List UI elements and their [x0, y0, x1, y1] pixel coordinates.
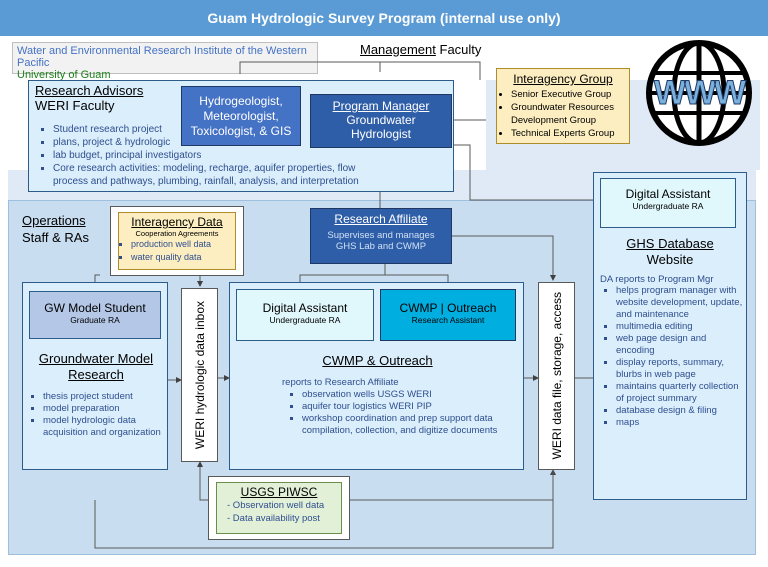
weri-name: Water and Environmental Research Institu…: [17, 45, 307, 69]
operations-subtitle: Staff & RAs: [22, 230, 89, 245]
interagency-group-title: Interagency Group: [513, 72, 613, 86]
list-item: water quality data: [131, 251, 235, 264]
cwmp-ra-box: CWMP | Outreach Research Assistant: [380, 289, 516, 341]
weri-data-storage-text: WERI data file, storage, access: [549, 292, 564, 460]
weri-data-inbox-text: WERI hydrologic data inbox: [192, 300, 207, 450]
interagency-data-list: production well data water quality data: [119, 238, 235, 264]
list-item: multimedia editing: [616, 321, 744, 333]
interagency-data-box: Interagency Data Cooperation Agreements …: [118, 212, 236, 270]
program-manager-line2: Hydrologist: [350, 127, 412, 141]
list-item: Technical Experts Group: [511, 127, 629, 140]
program-manager-title: Program Manager: [332, 99, 430, 113]
gw-model-student-subtitle: Graduate RA: [70, 315, 120, 325]
list-item: Senior Executive Group: [511, 88, 629, 101]
list-item: aquifer tour logistics WERI PIP: [302, 401, 532, 413]
list-item: lab budget, principal investigators: [53, 149, 383, 162]
list-item: web page design and encoding: [616, 333, 744, 357]
usgs-piwsc-title: USGS PIWSC: [240, 485, 318, 499]
program-manager-box: Program Manager Groundwater Hydrologist: [310, 94, 452, 148]
cwmp-outreach-list: observation wells USGS WERI aquifer tour…: [286, 389, 532, 437]
list-item: database design & filing: [616, 405, 744, 417]
digital-assistant-mid-subtitle: Undergraduate RA: [269, 315, 341, 325]
banner-title: Guam Hydrologic Survey Program (internal…: [207, 10, 561, 26]
specialists-text: Hydrogeologist, Meteorologist, Toxicolog…: [190, 93, 292, 138]
interagency-group-box: Interagency Group Senior Executive Group…: [496, 68, 630, 144]
list-item: Core research activities: modeling, rech…: [53, 162, 383, 188]
research-affiliate-line2: GHS Lab and CWMP: [335, 241, 427, 252]
list-item: observation wells USGS WERI: [302, 389, 532, 401]
gw-model-research-list: thesis project student model preparation…: [27, 391, 179, 439]
specialists-box: Hydrogeologist, Meteorologist, Toxicolog…: [181, 86, 301, 146]
usgs-piwsc-item-2: - Data availability post: [227, 513, 320, 524]
operations-label: Operations Staff & RAs: [22, 212, 89, 246]
usgs-piwsc-box: USGS PIWSC - Observation well data - Dat…: [216, 482, 342, 534]
ghs-database-list: helps program manager with website devel…: [596, 285, 744, 429]
cwmp-outreach-intro: reports to Research Affiliate: [282, 377, 399, 388]
list-item: workshop coordination and prep support d…: [302, 413, 532, 437]
operations-title: Operations: [22, 213, 86, 228]
gw-model-student-title: GW Model Student: [44, 301, 146, 315]
interagency-data-subtitle: Cooperation Agreements: [135, 229, 219, 238]
research-affiliate-title: Research Affiliate: [334, 212, 428, 226]
interagency-data-title: Interagency Data: [131, 215, 223, 229]
www-text: WWW: [653, 74, 746, 113]
ghs-database-title2: Website: [646, 252, 694, 267]
interagency-group-list: Senior Executive Group Groundwater Resou…: [497, 88, 629, 140]
program-manager-line1: Groundwater: [346, 113, 416, 127]
digital-assistant-top-overlay: Digital Assistant Undergraduate RA: [600, 178, 736, 228]
gw-model-research-title2: Research: [68, 367, 124, 382]
weri-affiliation-box: Water and Environmental Research Institu…: [12, 42, 318, 81]
list-item: plans, project & hydrologic: [53, 136, 383, 149]
digital-assistant-top-subtitle-2: Undergraduate RA: [632, 201, 704, 211]
weri-data-storage-box: WERI data file, storage, access: [538, 282, 575, 470]
cwmp-ra-title: CWMP | Outreach: [399, 301, 497, 315]
list-item: helps program manager with website devel…: [616, 285, 744, 321]
ghs-database-content: GHS Database Website DA reports to Progr…: [596, 236, 744, 429]
weri-data-inbox-box: WERI hydrologic data inbox: [181, 288, 218, 462]
ghs-database-title1: GHS Database: [626, 236, 714, 251]
digital-assistant-top-title-2: Digital Assistant: [625, 187, 711, 201]
gw-model-research-title1: Groundwater Model: [38, 351, 154, 366]
research-affiliate-box: Research Affiliate Supervises and manage…: [310, 208, 452, 264]
list-item: display reports, summary, blurbs in web …: [616, 357, 744, 381]
digital-assistant-mid-title: Digital Assistant: [262, 301, 348, 315]
management-label: Management: [360, 42, 436, 57]
cwmp-outreach-box: Digital Assistant Undergraduate RA CWMP …: [229, 282, 524, 470]
list-item: maps: [616, 417, 744, 429]
program-banner: Guam Hydrologic Survey Program (internal…: [0, 0, 768, 36]
management-faculty-label: Management Faculty: [360, 42, 481, 57]
list-item: production well data: [131, 238, 235, 251]
list-item: thesis project student: [43, 391, 179, 403]
cwmp-ra-subtitle: Research Assistant: [411, 315, 485, 325]
research-affiliate-line1: Supervises and manages: [327, 230, 435, 241]
gw-model-student-box: GW Model Student Graduate RA: [29, 291, 161, 339]
research-advisors-list: Student research project plans, project …: [37, 123, 383, 188]
digital-assistant-mid-box: Digital Assistant Undergraduate RA: [236, 289, 374, 341]
www-globe-icon: WWW: [644, 38, 754, 148]
operations-border: [8, 200, 756, 555]
faculty-label: Faculty: [435, 42, 482, 57]
list-item: Groundwater Resources Development Group: [511, 101, 629, 127]
weri-faculty-title: WERI Faculty: [35, 98, 115, 113]
list-item: model hydrologic data acquisition and or…: [43, 415, 179, 439]
list-item: maintains quarterly collection of projec…: [616, 381, 744, 405]
groundwater-model-research-box: GW Model Student Graduate RA Groundwater…: [22, 282, 168, 470]
gw-model-research-title: Groundwater Model Research: [23, 351, 169, 383]
ghs-database-intro: DA reports to Program Mgr: [600, 274, 714, 285]
cwmp-outreach-title: CWMP & Outreach: [322, 353, 433, 368]
usgs-piwsc-item-1: - Observation well data: [227, 500, 325, 511]
research-advisors-title: Research Advisors: [35, 83, 144, 98]
list-item: Student research project: [53, 123, 383, 136]
list-item: model preparation: [43, 403, 179, 415]
university-name: University of Guam: [17, 69, 111, 81]
